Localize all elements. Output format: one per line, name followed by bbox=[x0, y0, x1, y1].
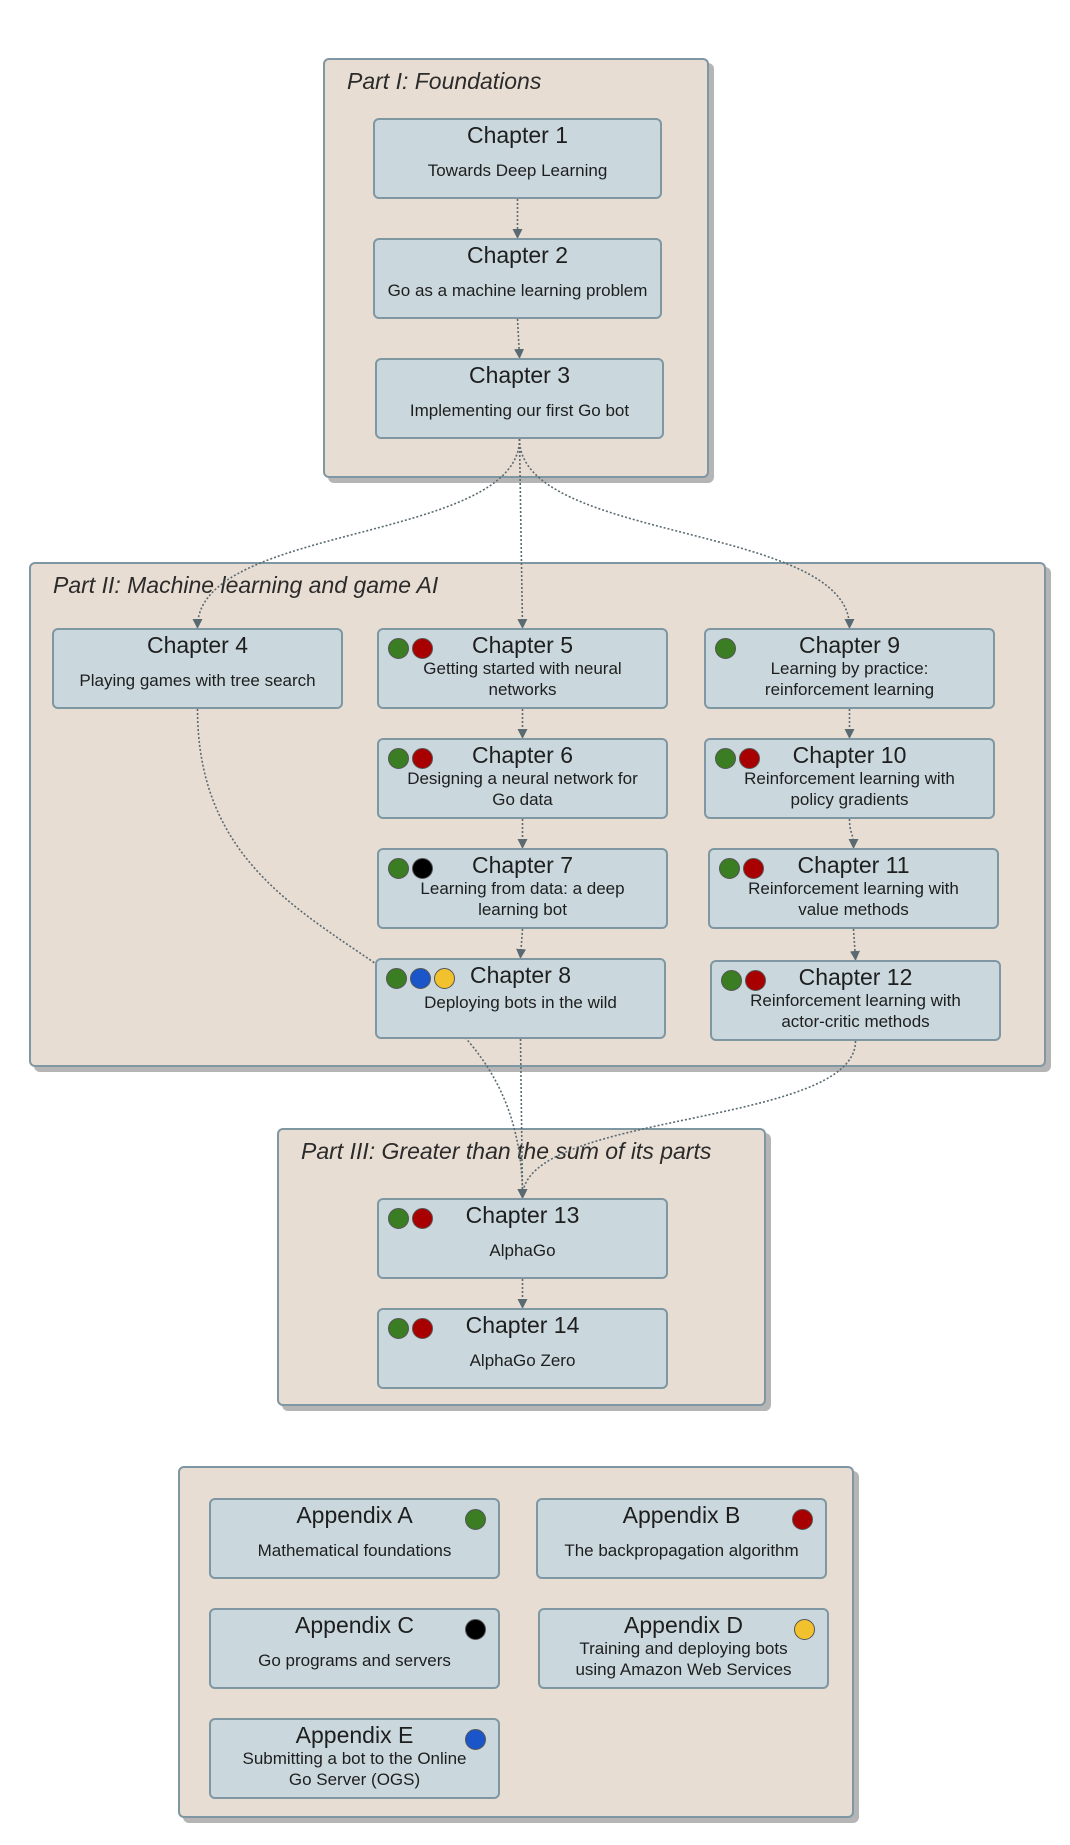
chapter-subtitle: Designing a neural network for Go data bbox=[407, 769, 638, 809]
marker-dot-red bbox=[745, 970, 766, 991]
marker-dot-green bbox=[388, 858, 409, 879]
chapter-4-node[interactable]: Chapter 4 Playing games with tree search bbox=[52, 628, 343, 709]
chapter-title: Chapter 14 bbox=[465, 1312, 580, 1338]
chapter-8-node[interactable]: Chapter 8 Deploying bots in the wild bbox=[375, 958, 666, 1039]
chapter-title: Chapter 10 bbox=[792, 742, 907, 768]
appendix-d-node[interactable]: Appendix D Training and deploying bots u… bbox=[538, 1608, 829, 1689]
marker-dot-black bbox=[412, 858, 433, 879]
marker-dots bbox=[715, 748, 760, 770]
chapter-subtitle: AlphaGo Zero bbox=[469, 1351, 576, 1370]
marker-dot bbox=[465, 1509, 486, 1530]
marker-dot-red bbox=[412, 1318, 433, 1339]
marker-dots bbox=[388, 858, 433, 880]
marker-dot-red bbox=[743, 858, 764, 879]
marker-dot-red bbox=[412, 748, 433, 769]
part-3-title: Part III: Greater than the sum of its pa… bbox=[301, 1138, 712, 1164]
chapter-subtitle: Learning by practice: reinforcement lear… bbox=[764, 659, 935, 699]
marker-dot-green bbox=[388, 1208, 409, 1229]
appendix-b-node[interactable]: Appendix B The backpropagation algorithm bbox=[536, 1498, 827, 1579]
chapter-subtitle: Deploying bots in the wild bbox=[424, 993, 617, 1012]
chapter-title: Chapter 13 bbox=[465, 1202, 580, 1228]
chapter-14-node[interactable]: Chapter 14 AlphaGo Zero bbox=[377, 1308, 668, 1389]
marker-dot-green bbox=[715, 638, 736, 659]
chapter-5-node[interactable]: Chapter 5 Getting started with neural ne… bbox=[377, 628, 668, 709]
marker-dot-green bbox=[719, 858, 740, 879]
marker-dots bbox=[721, 970, 766, 992]
chapter-1-node[interactable]: Chapter 1 Towards Deep Learning bbox=[373, 118, 662, 199]
chapter-subtitle: Implementing our first Go bot bbox=[409, 401, 630, 420]
chapter-subtitle: Getting started with neural networks bbox=[423, 659, 622, 699]
marker-dot-red bbox=[412, 1208, 433, 1229]
part-2-title: Part II: Machine learning and game AI bbox=[53, 572, 439, 598]
marker-dot-green bbox=[388, 638, 409, 659]
chapter-9-node[interactable]: Chapter 9 Learning by practice: reinforc… bbox=[704, 628, 995, 709]
appendix-c-node[interactable]: Appendix C Go programs and servers bbox=[209, 1608, 500, 1689]
chapter-2-node[interactable]: Chapter 2 Go as a machine learning probl… bbox=[373, 238, 662, 319]
chapter-10-node[interactable]: Chapter 10 Reinforcement learning with p… bbox=[704, 738, 995, 819]
chapter-subtitle: Reinforcement learning with actor-critic… bbox=[750, 991, 961, 1031]
appendix-title: Appendix D bbox=[624, 1612, 743, 1638]
chapter-title: Chapter 12 bbox=[798, 964, 913, 990]
appendix-e-node[interactable]: Appendix E Submitting a bot to the Onlin… bbox=[209, 1718, 500, 1799]
chapter-subtitle: Reinforcement learning with policy gradi… bbox=[744, 769, 955, 809]
chapter-title: Chapter 6 bbox=[471, 742, 573, 768]
marker-dot-green bbox=[715, 748, 736, 769]
marker-dot-red bbox=[739, 748, 760, 769]
marker-dots bbox=[719, 858, 764, 880]
part-1-title: Part I: Foundations bbox=[347, 68, 542, 94]
marker-dot-green bbox=[386, 968, 407, 989]
marker-dot-yellow bbox=[434, 968, 455, 989]
chapter-subtitle: Learning from data: a deep learning bot bbox=[420, 879, 625, 919]
appendix-title: Appendix B bbox=[622, 1502, 741, 1528]
chapter-7-node[interactable]: Chapter 7 Learning from data: a deep lea… bbox=[377, 848, 668, 929]
marker-dots bbox=[715, 638, 736, 660]
chapter-title: Chapter 7 bbox=[471, 852, 573, 878]
marker-dot-green bbox=[388, 1318, 409, 1339]
chapter-title: Chapter 2 bbox=[466, 242, 568, 268]
appendix-a-node[interactable]: Appendix A Mathematical foundations bbox=[209, 1498, 500, 1579]
appendix-subtitle: Mathematical foundations bbox=[257, 1541, 452, 1560]
marker-dot bbox=[465, 1619, 486, 1640]
chapter-subtitle: Reinforcement learning with value method… bbox=[748, 879, 959, 919]
marker-dot bbox=[792, 1509, 813, 1530]
appendix-title: Appendix A bbox=[296, 1502, 413, 1528]
appendix-subtitle: The backpropagation algorithm bbox=[564, 1541, 799, 1560]
marker-dot bbox=[465, 1729, 486, 1750]
chapter-title: Chapter 9 bbox=[798, 632, 900, 658]
marker-dot-green bbox=[721, 970, 742, 991]
chapter-11-node[interactable]: Chapter 11 Reinforcement learning with v… bbox=[708, 848, 999, 929]
chapter-title: Chapter 8 bbox=[469, 962, 571, 988]
chapter-13-node[interactable]: Chapter 13 AlphaGo bbox=[377, 1198, 668, 1279]
chapter-title: Chapter 11 bbox=[797, 852, 910, 878]
marker-dot bbox=[794, 1619, 815, 1640]
appendix-subtitle: Go programs and servers bbox=[258, 1651, 451, 1670]
chapter-title: Chapter 3 bbox=[468, 362, 570, 388]
marker-dot-red bbox=[412, 638, 433, 659]
marker-dots bbox=[388, 1318, 433, 1340]
chapter-title: Chapter 1 bbox=[466, 122, 568, 148]
appendix-title: Appendix E bbox=[295, 1722, 414, 1748]
marker-dot-blue bbox=[410, 968, 431, 989]
chapter-title: Chapter 5 bbox=[471, 632, 573, 658]
chapter-subtitle: AlphaGo bbox=[489, 1241, 556, 1260]
chapter-title: Chapter 4 bbox=[146, 632, 248, 658]
chapter-subtitle: Go as a machine learning problem bbox=[387, 281, 648, 300]
marker-dots bbox=[388, 638, 433, 660]
appendix-title: Appendix C bbox=[295, 1612, 414, 1638]
chapter-subtitle: Towards Deep Learning bbox=[427, 161, 608, 180]
marker-dots bbox=[388, 1208, 433, 1230]
chapter-3-node[interactable]: Chapter 3 Implementing our first Go bot bbox=[375, 358, 664, 439]
chapter-12-node[interactable]: Chapter 12 Reinforcement learning with a… bbox=[710, 960, 1001, 1041]
marker-dots bbox=[386, 968, 455, 990]
appendix-subtitle: Submitting a bot to the Online Go Server… bbox=[242, 1749, 467, 1789]
appendix-subtitle: Training and deploying bots using Amazon… bbox=[575, 1639, 792, 1679]
chapter-6-node[interactable]: Chapter 6 Designing a neural network for… bbox=[377, 738, 668, 819]
chapter-subtitle: Playing games with tree search bbox=[79, 671, 316, 690]
marker-dots bbox=[388, 748, 433, 770]
marker-dot-green bbox=[388, 748, 409, 769]
